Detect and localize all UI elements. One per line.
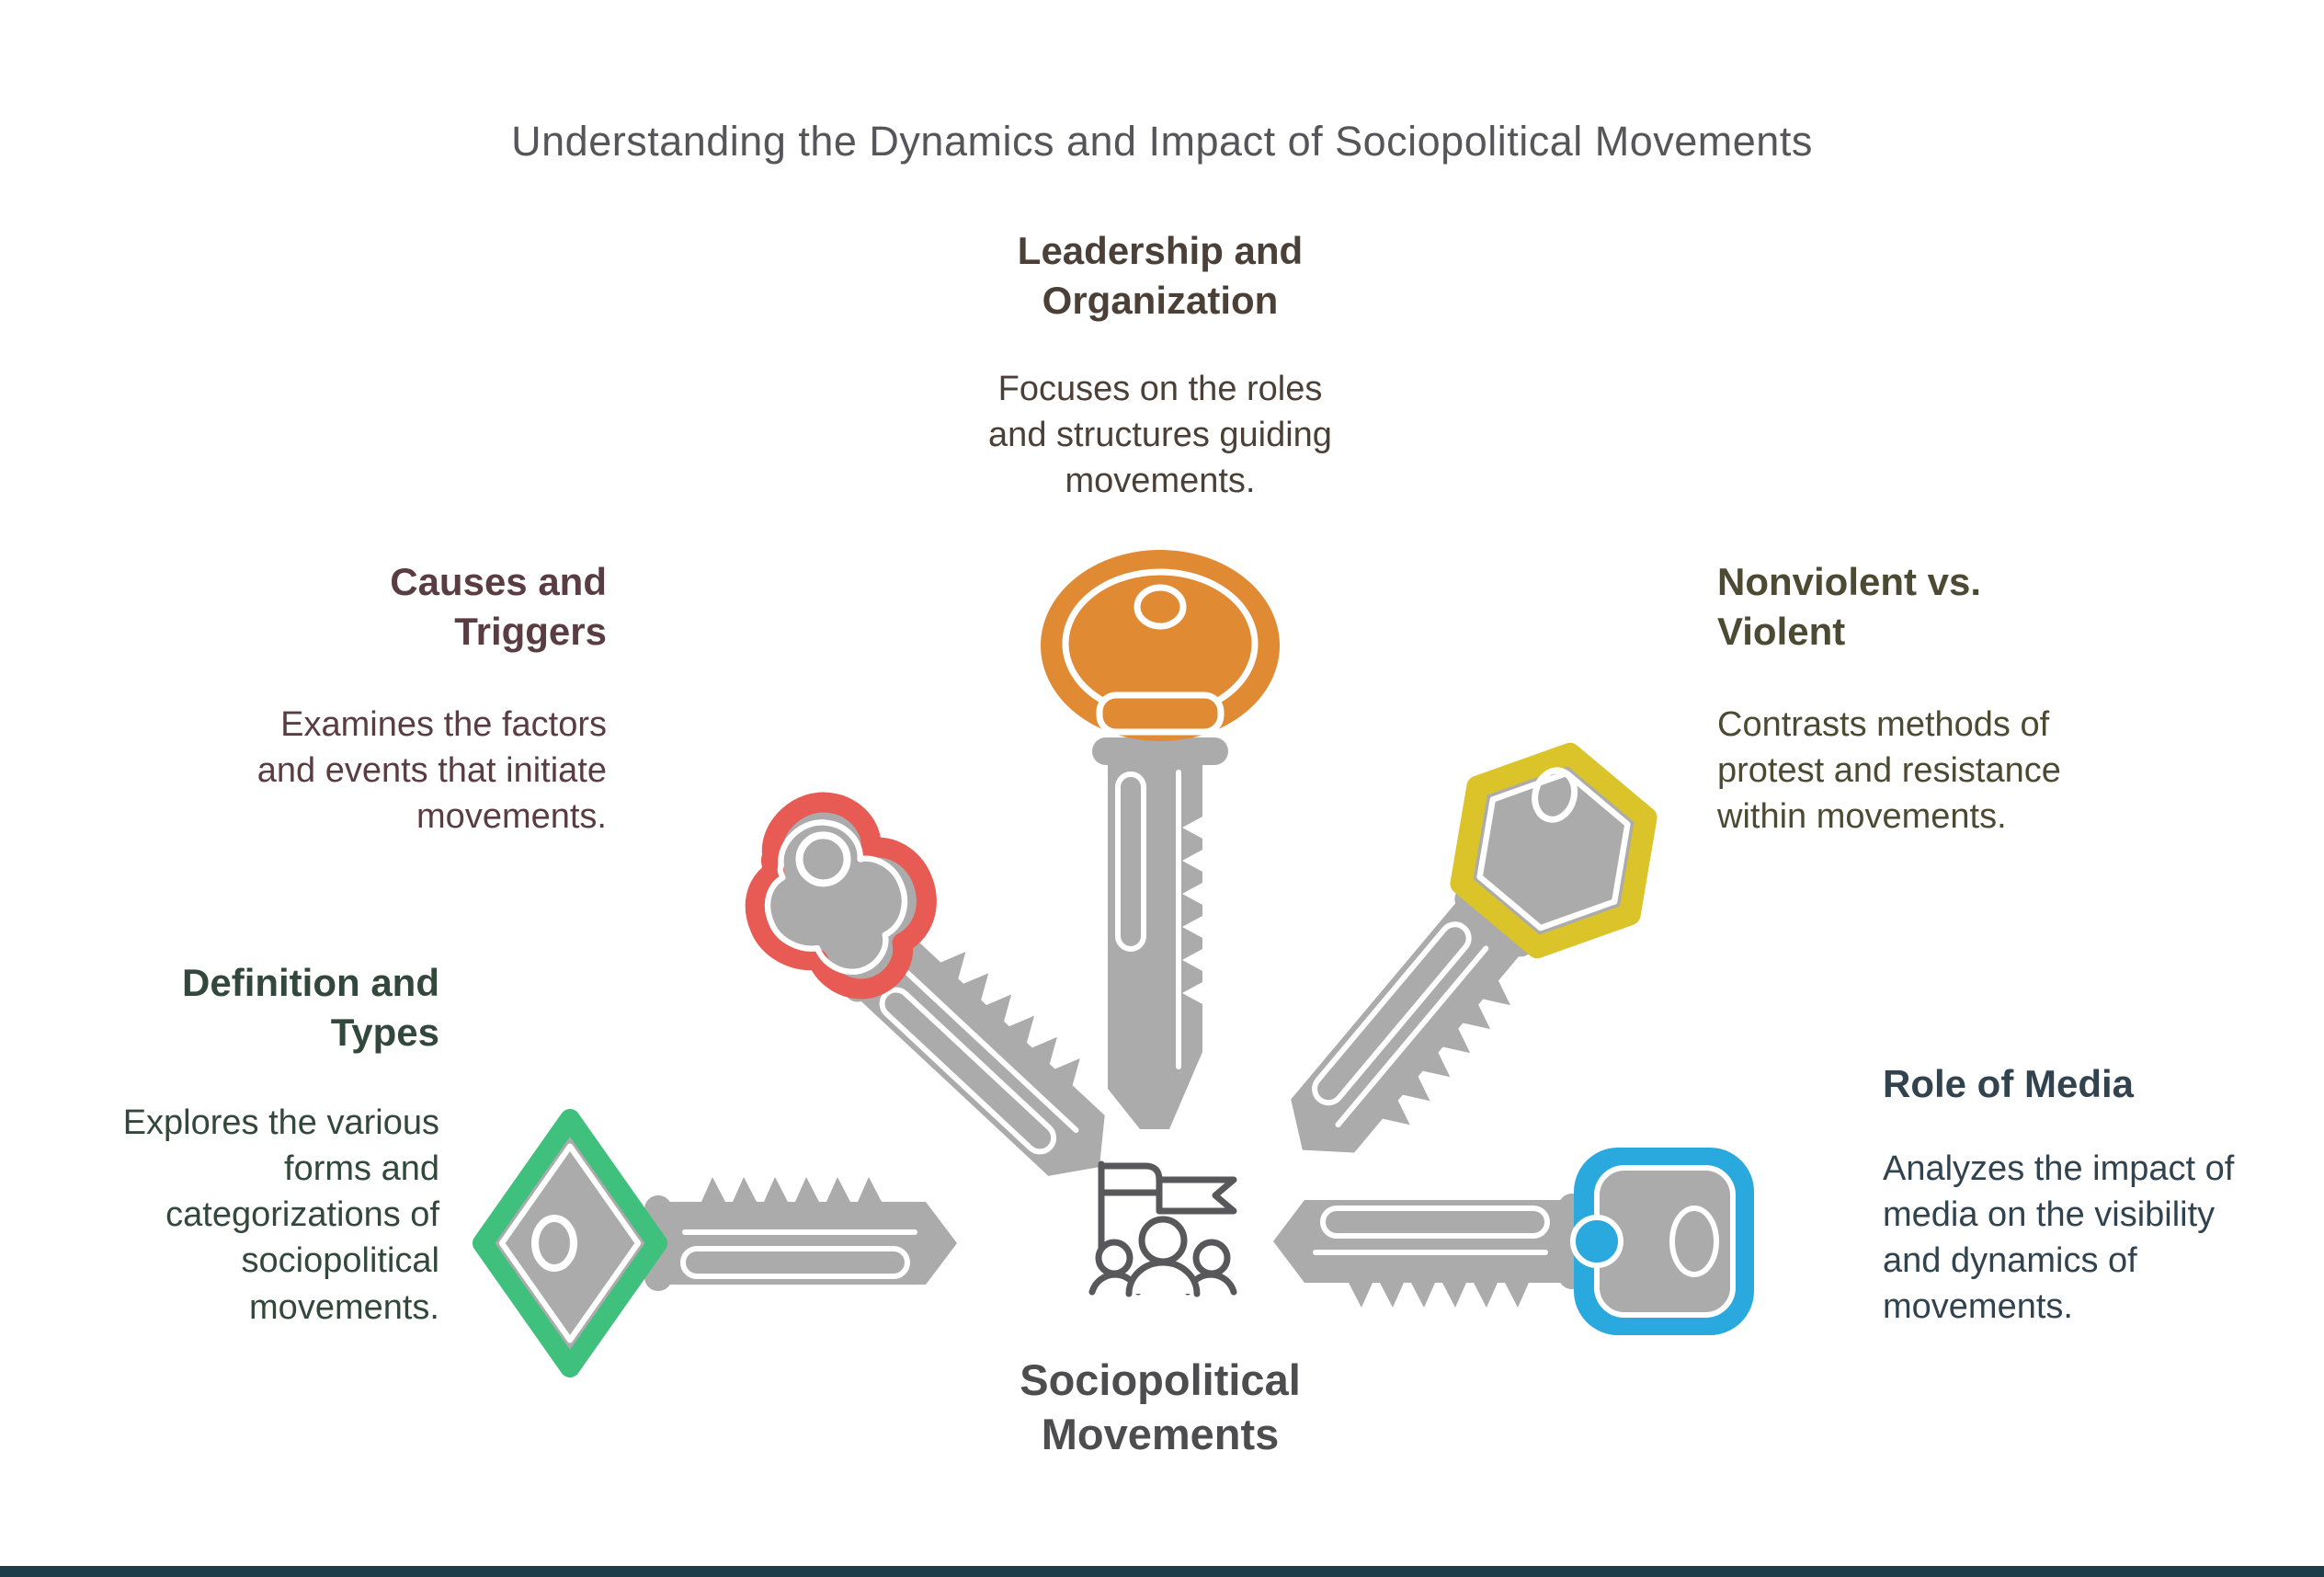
blue-key-icon xyxy=(1255,1148,1754,1335)
page-title: Understanding the Dynamics and Impact of… xyxy=(511,118,1813,165)
section-body-leadership: Focuses on the roles and structures guid… xyxy=(988,370,1332,501)
section-body-definition: Explores the various forms and categoriz… xyxy=(122,1103,439,1327)
flag-people-icon xyxy=(1088,1160,1237,1297)
section-body-nonviolent: Contrasts methods of protest and resista… xyxy=(1717,705,2061,837)
section-heading-leadership: Leadership and Organization xyxy=(1017,229,1304,322)
section-heading-definition: Definition and Types xyxy=(182,961,439,1054)
center-label: Sociopolitical Movements xyxy=(1020,1355,1301,1458)
yellow-key-icon xyxy=(1178,742,1658,1259)
footer-bar xyxy=(0,1566,2324,1577)
section-heading-media: Role of Media xyxy=(1883,1062,2135,1105)
orange-key-icon xyxy=(1041,550,1280,1129)
section-body-causes: Examines the factors and events that ini… xyxy=(256,705,607,837)
section-heading-nonviolent: Nonviolent vs. Violent xyxy=(1717,560,1982,653)
section-heading-causes: Causes and Triggers xyxy=(390,560,607,653)
green-key-icon xyxy=(473,1109,979,1377)
red-key-icon xyxy=(745,792,1216,1290)
section-body-media: Analyzes the impact of media on the visi… xyxy=(1883,1149,2235,1327)
